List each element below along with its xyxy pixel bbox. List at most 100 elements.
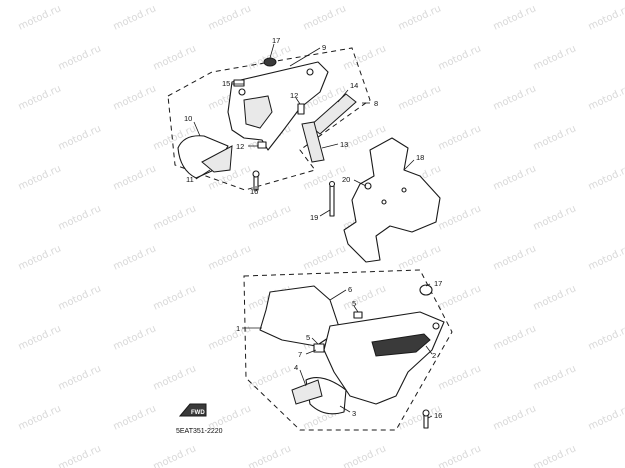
callout-12-upper: 12 xyxy=(290,91,298,100)
bracket-part-9 xyxy=(227,61,329,151)
callout-17-upper: 17 xyxy=(272,36,280,45)
watermark-text: motod.ru xyxy=(57,43,103,72)
watermark-text: motod.ru xyxy=(342,43,388,72)
watermark-text: motod.ru xyxy=(532,443,578,468)
side-panel-part-2 xyxy=(323,311,445,405)
grommet-part-17b xyxy=(419,284,433,296)
watermark-text: motod.ru xyxy=(492,83,538,112)
watermark-text: motod.ru xyxy=(437,283,483,312)
drawing-code: 5EAT351-2220 xyxy=(176,428,223,435)
watermark-text: motod.ru xyxy=(532,43,578,72)
bracket-hole xyxy=(401,187,407,193)
panel-hole xyxy=(432,322,440,330)
callout-5-upper: 5 xyxy=(352,299,356,308)
watermark-text: motod.ru xyxy=(437,443,483,468)
watermark-text: motod.ru xyxy=(302,243,348,272)
bracket-opening xyxy=(243,95,273,129)
watermark-text: motod.ru xyxy=(492,403,538,432)
watermark-text: motod.ru xyxy=(112,403,158,432)
watermark-text: motod.ru xyxy=(492,243,538,272)
fwd-label: FWD xyxy=(191,410,205,416)
callout-15: 15 xyxy=(222,79,230,88)
watermark-text: motod.ru xyxy=(17,323,63,352)
callout-17-lower: 17 xyxy=(434,279,442,288)
bolt-head xyxy=(252,170,260,178)
fwd-arrow-icon xyxy=(178,403,207,417)
callout-9: 9 xyxy=(322,43,326,52)
piece-part-11 xyxy=(201,145,233,173)
frame-bracket-part-18 xyxy=(343,137,441,263)
callout-1: 1 xyxy=(236,324,240,333)
watermark-text: motod.ru xyxy=(492,163,538,192)
watermark-text: motod.ru xyxy=(112,163,158,192)
callout-16-lower: 16 xyxy=(434,411,442,420)
bolt-head xyxy=(422,409,430,417)
watermark-text: motod.ru xyxy=(57,123,103,152)
watermark-text: motod.ru xyxy=(247,363,293,392)
watermark-text: motod.ru xyxy=(17,243,63,272)
watermark-text: motod.ru xyxy=(532,283,578,312)
watermark-text: motod.ru xyxy=(397,243,443,272)
callout-4: 4 xyxy=(294,363,298,372)
stay-part-19 xyxy=(329,185,335,217)
callout-7: 7 xyxy=(298,350,302,359)
watermark-text: motod.ru xyxy=(532,123,578,152)
watermark-text: motod.ru xyxy=(492,323,538,352)
watermark-text: motod.ru xyxy=(587,323,625,352)
watermark-text: motod.ru xyxy=(57,443,103,468)
watermark-text: motod.ru xyxy=(57,203,103,232)
watermark-text: motod.ru xyxy=(437,363,483,392)
watermark-text: motod.ru xyxy=(152,363,198,392)
watermark-text: motod.ru xyxy=(342,443,388,468)
watermark-text: motod.ru xyxy=(587,83,625,112)
watermark-text: motod.ru xyxy=(532,203,578,232)
callout-labels: 17 9 15 10 12 12 14 8 13 11 16 18 20 19 … xyxy=(184,36,442,420)
collar-part-12b xyxy=(257,141,267,149)
cap-part-4 xyxy=(291,379,323,405)
bracket-hole xyxy=(306,68,314,76)
watermark-text: motod.ru xyxy=(152,283,198,312)
callout-18: 18 xyxy=(416,153,424,162)
callout-14: 14 xyxy=(350,81,358,90)
watermark-text: motod.ru xyxy=(152,443,198,468)
front-direction-marker: FWD xyxy=(178,403,207,417)
callout-10: 10 xyxy=(184,114,192,123)
watermark-text: motod.ru xyxy=(437,203,483,232)
frame-bracket-assembly xyxy=(328,137,441,263)
watermark-text: motod.ru xyxy=(112,323,158,352)
watermark-text: motod.ru xyxy=(587,3,625,32)
watermark-text: motod.ru xyxy=(492,3,538,32)
callout-12-lower: 12 xyxy=(236,142,244,151)
callout-6: 6 xyxy=(348,285,352,294)
watermark-text: motod.ru xyxy=(302,3,348,32)
grommet-part-17 xyxy=(263,57,277,67)
watermark-text: motod.ru xyxy=(152,43,198,72)
watermark-text: motod.ru xyxy=(302,163,348,192)
watermark-text: motod.ru xyxy=(397,3,443,32)
watermark-text: motod.ru xyxy=(437,43,483,72)
collar-part-12 xyxy=(297,103,305,115)
clip-part-15 xyxy=(233,79,245,87)
grommet-part-5 xyxy=(353,311,363,319)
callout-11: 11 xyxy=(186,175,194,184)
watermark-text: motod.ru xyxy=(437,123,483,152)
watermark-text: motod.ru xyxy=(587,243,625,272)
watermark-text: motod.ru xyxy=(587,403,625,432)
stay-head xyxy=(328,180,336,188)
watermark-text: motod.ru xyxy=(152,203,198,232)
watermark-text: motod.ru xyxy=(112,3,158,32)
callout-5-lower: 5 xyxy=(306,333,310,342)
upper-assembly xyxy=(167,47,371,191)
callout-13: 13 xyxy=(340,140,348,149)
strip-part-13 xyxy=(301,121,325,163)
grommet-part-20 xyxy=(364,182,372,190)
watermark-text: motod.ru xyxy=(17,3,63,32)
watermark-text: motod.ru xyxy=(532,363,578,392)
callout-20: 20 xyxy=(342,175,350,184)
callout-3: 3 xyxy=(352,409,356,418)
damper-part-7 xyxy=(313,343,325,353)
leader-lines xyxy=(193,43,433,419)
watermark-text: motod.ru xyxy=(57,363,103,392)
lower-assembly xyxy=(243,269,453,431)
